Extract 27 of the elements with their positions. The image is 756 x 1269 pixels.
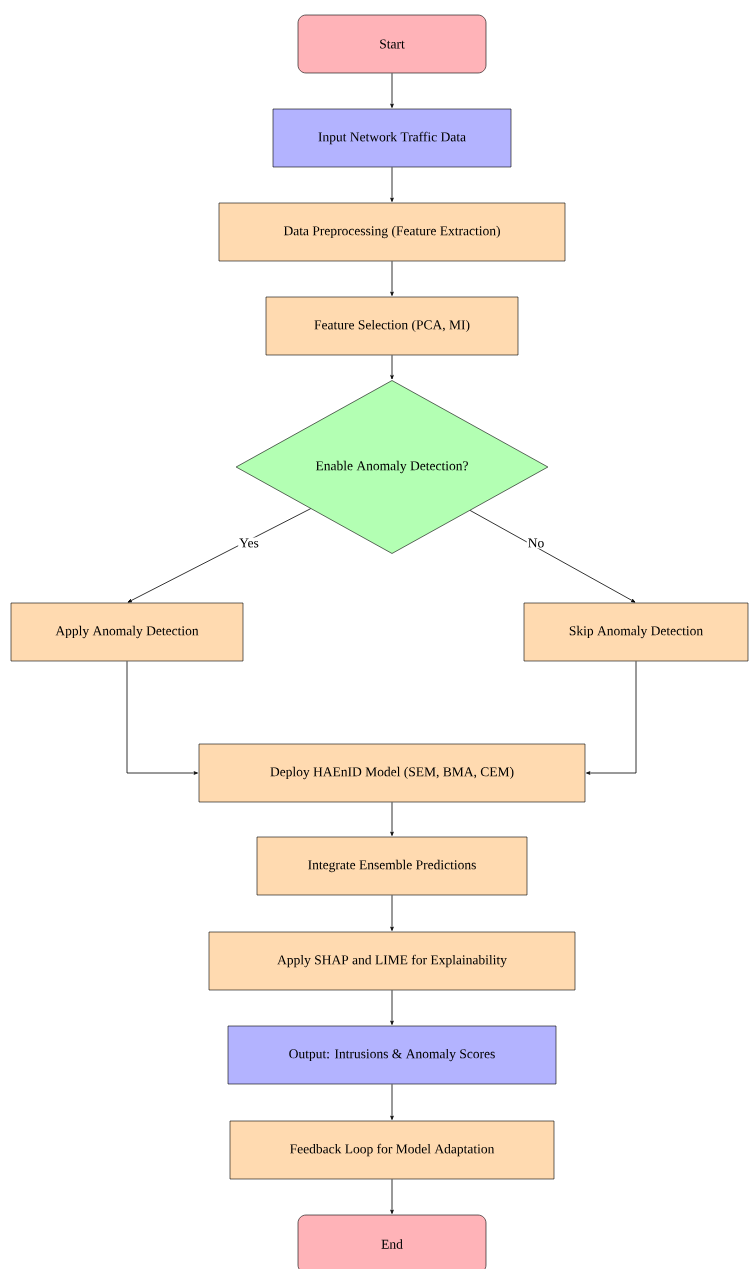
- input-box: Input Network Traffic Data: [272, 108, 512, 168]
- arrow: [390, 354, 394, 380]
- arrow: [390, 894, 394, 931]
- arrow: [390, 1178, 394, 1214]
- arrow: [390, 260, 394, 296]
- arrow: [126, 660, 198, 775]
- process-box: Apply SHAP and LIME for Explainability: [208, 931, 576, 991]
- process-box: Integrate Ensemble Predictions: [256, 836, 528, 896]
- arrow: [390, 1083, 394, 1120]
- start-terminal: Start: [297, 14, 487, 74]
- output-box: Output: Intrusions & Anomaly Scores: [227, 1025, 557, 1085]
- edge-label: Yes: [238, 537, 260, 549]
- arrow: [469, 510, 636, 603]
- process-box: Feature Selection (PCA, MI): [265, 296, 519, 356]
- edge-label: No: [526, 537, 546, 549]
- arrow: [390, 72, 394, 108]
- process-box: Apply Anomaly Detection: [10, 602, 244, 662]
- end-terminal: End: [297, 1214, 487, 1269]
- arrow: [390, 166, 394, 202]
- arrow: [127, 508, 312, 603]
- arrow: [586, 660, 637, 775]
- process-box: Skip Anomaly Detection: [523, 602, 749, 662]
- process-box: Feedback Loop for Model Adaptation: [229, 1120, 555, 1180]
- arrow: [390, 801, 394, 836]
- process-box: Deploy HAEnID Model (SEM, BMA, CEM): [198, 743, 586, 803]
- process-box: Data Preprocessing (Feature Extraction): [218, 202, 566, 262]
- arrow: [390, 989, 394, 1025]
